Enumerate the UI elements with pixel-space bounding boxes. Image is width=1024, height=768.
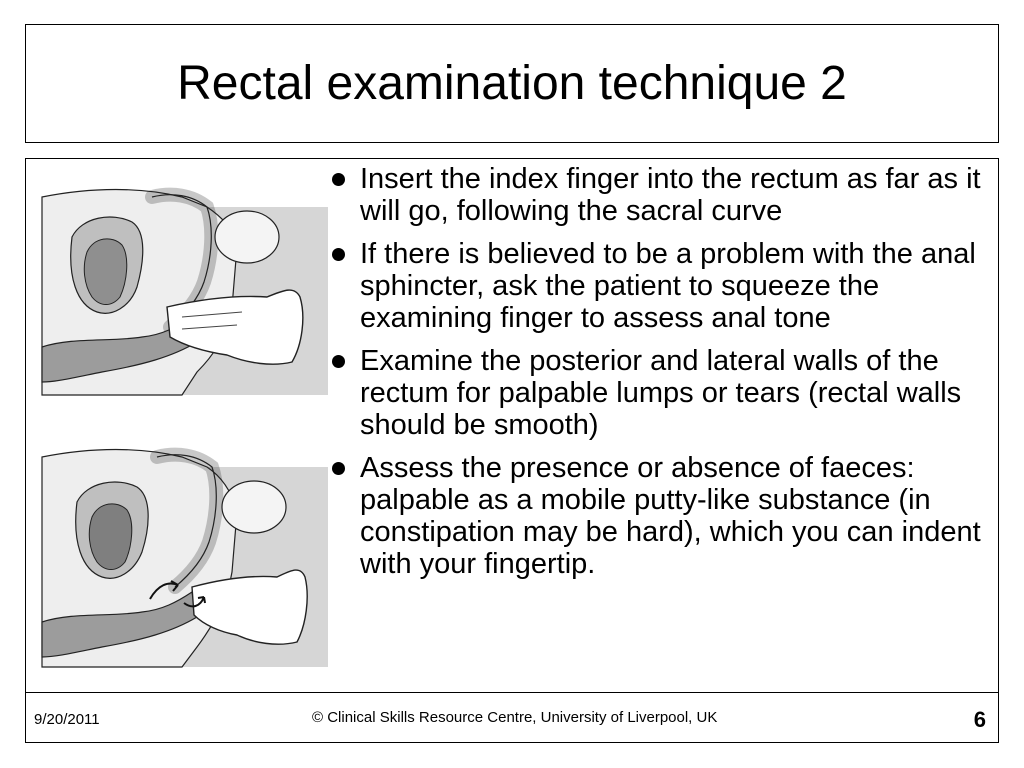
footer-divider (26, 692, 998, 693)
bullet-item: If there is believed to be a problem wit… (322, 238, 996, 334)
page-number: 6 (973, 707, 986, 732)
bullet-text: Examine the posterior and lateral walls … (360, 345, 962, 441)
bullet-text: Assess the presence or absence of faeces… (360, 452, 981, 580)
bullet-list: Insert the index finger into the rectum … (322, 163, 996, 591)
anatomy-illustration (34, 173, 328, 677)
bullet-text: Insert the index finger into the rectum … (360, 163, 981, 227)
bullet-text: If there is believed to be a problem wit… (360, 238, 976, 334)
slide-title: Rectal examination technique 2 (177, 56, 847, 110)
anatomy-figure (32, 167, 332, 683)
bullet-dot-icon (332, 248, 345, 261)
title-box: Rectal examination technique 2 (25, 24, 999, 143)
finger-insertion-illustration (34, 173, 328, 396)
finger-sweep-illustration (34, 437, 328, 677)
content-box: Insert the index finger into the rectum … (25, 158, 999, 743)
bullet-item: Insert the index finger into the rectum … (322, 163, 996, 227)
bullet-item: Examine the posterior and lateral walls … (322, 345, 996, 441)
bullet-dot-icon (332, 173, 345, 186)
footer-date: 9/20/2011 (34, 711, 100, 728)
bullet-dot-icon (332, 462, 345, 475)
footer-copyright: © Clinical Skills Resource Centre, Unive… (312, 709, 718, 726)
bullet-item: Assess the presence or absence of faeces… (322, 452, 996, 580)
bullet-dot-icon (332, 355, 345, 368)
